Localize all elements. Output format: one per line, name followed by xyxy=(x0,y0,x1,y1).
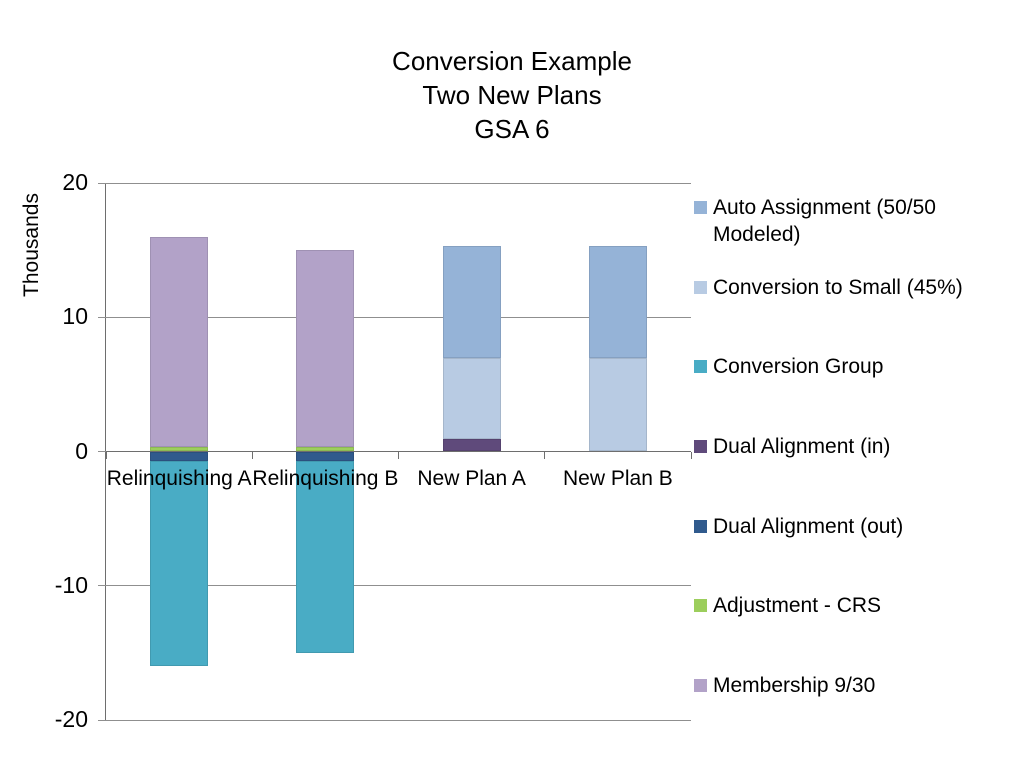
bar-segment xyxy=(588,357,647,452)
category-axis-tick xyxy=(398,451,399,459)
bar-segment xyxy=(442,357,501,440)
bar-segment xyxy=(296,447,355,452)
y-tick-label: 20 xyxy=(62,169,88,195)
chart-title-line-3: GSA 6 xyxy=(474,114,550,144)
legend-swatch-membership xyxy=(694,679,707,692)
category-axis-tick xyxy=(251,451,253,459)
bar-segment xyxy=(442,246,501,358)
legend-item-adjustment-crs: Adjustment - CRS xyxy=(694,592,963,619)
legend-label: Auto Assignment (50/50 Modeled) xyxy=(713,196,936,246)
legend-swatch-conversion-to-small xyxy=(694,281,707,294)
gridline-y--10 xyxy=(98,585,691,587)
legend-item-auto-assignment: Auto Assignment (50/50 Modeled) xyxy=(694,194,963,248)
category-axis-tick xyxy=(690,451,692,459)
y-tick-label: -20 xyxy=(54,706,88,732)
legend-item-conversion-group: Conversion Group xyxy=(694,353,963,380)
bar-segment xyxy=(442,439,501,452)
bar-segment xyxy=(296,451,355,461)
legend-item-dual-alignment-in: Dual Alignment (in) xyxy=(694,433,963,460)
legend-item-conversion-to-small: Conversion to Small (45%) xyxy=(694,274,963,301)
bar-segment xyxy=(296,250,355,448)
legend-label: Dual Alignment (in) xyxy=(713,435,891,458)
bar-segment xyxy=(296,460,355,653)
chart-title: Conversion Example Two New Plans GSA 6 xyxy=(262,44,762,146)
bar-segment xyxy=(150,236,209,448)
y-tick-label: 0 xyxy=(75,437,88,464)
legend-swatch-dual-alignment-in xyxy=(694,440,707,453)
bar-segment xyxy=(150,451,209,461)
gridline-y--20 xyxy=(98,719,691,721)
chart-title-line-2: Two New Plans xyxy=(422,80,602,110)
legend-swatch-dual-alignment-out xyxy=(694,520,707,533)
category-label: Relinquishing A xyxy=(106,466,252,490)
gridline-y-20 xyxy=(98,182,691,184)
category-label: Relinquishing B xyxy=(252,466,399,490)
legend-swatch-adjustment-crs xyxy=(694,599,707,612)
legend-label: Membership 9/30 xyxy=(713,674,876,697)
bar-segment xyxy=(588,246,647,358)
legend-item-membership: Membership 9/30 xyxy=(694,672,963,699)
legend-swatch-conversion-group xyxy=(694,360,707,373)
category-axis-tick xyxy=(544,451,546,459)
legend-label: Conversion Group xyxy=(713,355,884,378)
legend-swatch-auto-assignment xyxy=(694,201,707,214)
legend: Auto Assignment (50/50 Modeled) Conversi… xyxy=(694,0,1020,768)
bar-segment xyxy=(150,460,209,667)
legend-item-dual-alignment-out: Dual Alignment (out) xyxy=(694,513,963,540)
y-tick-label: -10 xyxy=(54,571,88,598)
category-label: New Plan B xyxy=(563,466,673,490)
chart-title-line-1: Conversion Example xyxy=(392,46,632,76)
y-tick-label: 10 xyxy=(62,303,88,330)
legend-label: Conversion to Small (45%) xyxy=(713,276,963,299)
gridline-y-10 xyxy=(98,316,691,318)
legend-label: Dual Alignment (out) xyxy=(713,515,904,538)
legend-label: Adjustment - CRS xyxy=(713,594,882,617)
category-axis-tick xyxy=(105,451,107,459)
bar-segment xyxy=(150,447,209,452)
category-label: New Plan A xyxy=(417,466,526,490)
